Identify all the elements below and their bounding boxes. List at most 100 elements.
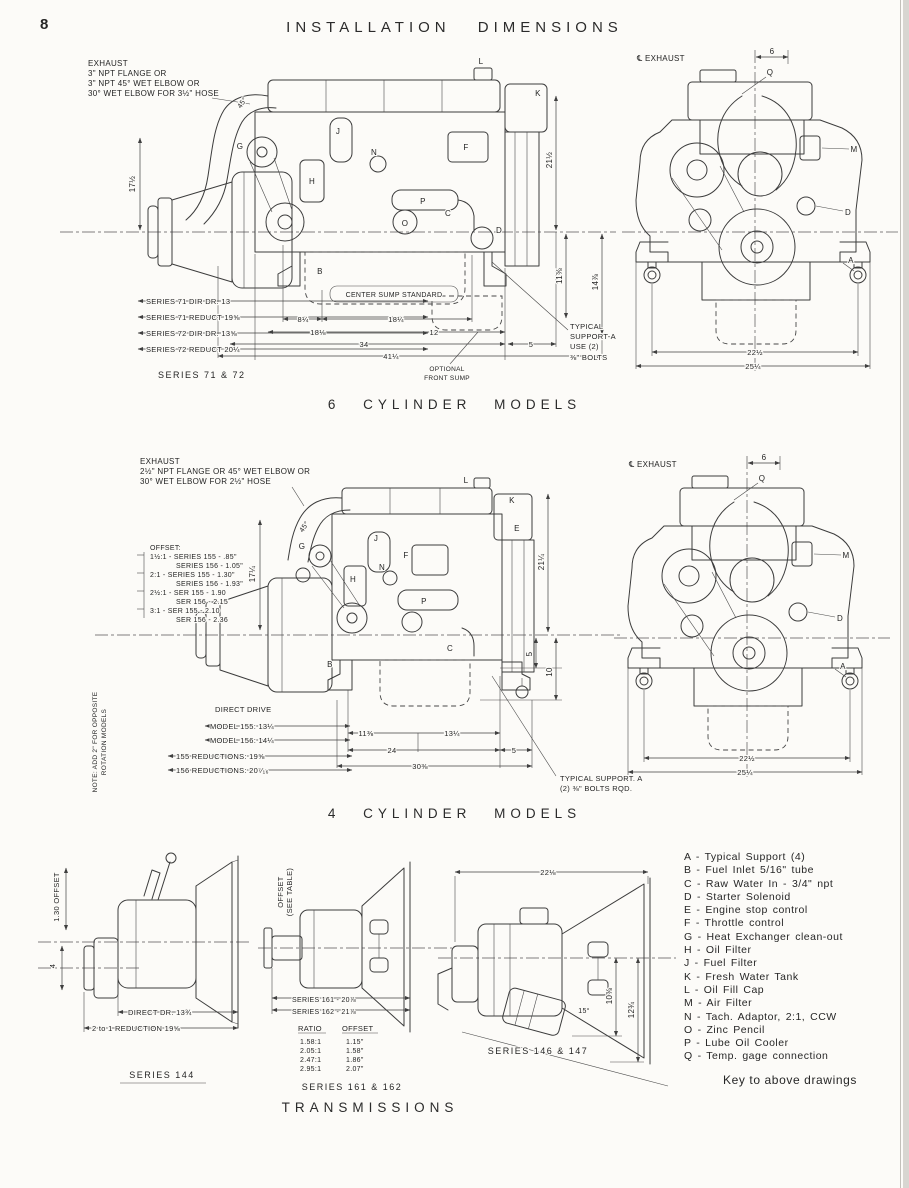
four-cylinder-side-view: EXHAUST 2½" NPT FLANGE OR 45° WET ELBOW …: [91, 456, 643, 794]
key-item: F - Throttle control: [684, 917, 785, 930]
dim-label: 8¼: [297, 315, 308, 324]
series-label: SERIES 146 & 147: [488, 1046, 589, 1056]
callout-letter: Q: [767, 68, 774, 77]
dim-label: 21½: [545, 152, 554, 168]
dim-label: 17¼: [248, 566, 257, 582]
callout-letter: N: [379, 563, 385, 572]
dim-label: 12¾: [627, 1002, 636, 1018]
drive-row: 156 REDUCTIONS: 20⁷⁄₁₆: [176, 766, 269, 775]
transmission-series-144: 1.30 OFFSET 4 DIRECT DR. 13¾ 2 to 1 REDU…: [38, 852, 252, 1084]
ratio-table-header: RATIO: [298, 1024, 322, 1033]
dim-label: 14⅞: [591, 274, 600, 290]
key-item: B - Fuel Inlet 5/16" tube: [684, 864, 814, 877]
support-note-line: ⅜" BOLTS: [570, 353, 607, 362]
key-caption: Key to above drawings: [722, 1072, 857, 1087]
dim-label: 21¼: [537, 554, 546, 570]
dim-label: 30⅜: [412, 762, 428, 771]
offset-cell: 1.58": [346, 1048, 364, 1055]
support-note-line: TYPICAL SUPPORT. A: [560, 774, 643, 783]
offset-table-row: SER 156 - 2.15: [176, 599, 228, 606]
ratio-cell: 1.58:1: [300, 1039, 321, 1046]
key-item: Q - Temp. gage connection: [684, 1050, 829, 1063]
callout-letter: L: [479, 57, 484, 66]
transmission-series-146-147: 22⅛ 10⅜ 12¾ 15° SERIES 146 & 147: [437, 867, 676, 1087]
callout-letter: O: [402, 219, 409, 228]
exhaust-note-line: 30° WET ELBOW FOR 2½" HOSE: [140, 477, 271, 486]
dim-label: 12: [430, 328, 439, 337]
offset-table-row: 2:1 - SERIES 155 - 1.30": [150, 572, 235, 579]
support-note-line: (2) ⅜" BOLTS RQD.: [560, 784, 632, 793]
series-row: SERIES 72 REDUCT 20¼: [146, 345, 240, 354]
exhaust-note-line: 3" NPT 45° WET ELBOW OR: [88, 79, 200, 88]
callout-letter: B: [317, 267, 323, 276]
transmission-series-161-162: OFFSET (SEE TABLE) SERIES 161 - 20⅞ SERI…: [258, 861, 452, 1093]
series-row: SERIES 71 DIR DR. 13: [146, 297, 230, 306]
exhaust-note-line: 30° WET ELBOW FOR 3½" HOSE: [88, 89, 219, 98]
six-cylinder-title: 6 CYLINDER MODELS: [327, 397, 582, 412]
offset-cell: 2.07": [346, 1066, 364, 1073]
dim-label: 18¼: [388, 315, 404, 324]
dim-label: DIRECT DR. 13¾: [128, 1008, 192, 1017]
callout-letter: J: [336, 127, 340, 136]
exhaust-note-line: 2½" NPT FLANGE OR 45° WET ELBOW OR: [140, 467, 310, 476]
callout-letter: J: [374, 534, 378, 543]
callout-letter: L: [464, 476, 469, 485]
offset-table-row: 3:1 - SER 155 - 2.10: [150, 608, 220, 615]
drive-row: DIRECT DRIVE: [215, 705, 271, 714]
key-item: G - Heat Exchanger clean-out: [684, 930, 843, 943]
key-item: K - Fresh Water Tank: [684, 970, 799, 983]
dim-label: 5: [512, 746, 516, 755]
centerline-exhaust-label: ℄ EXHAUST: [636, 54, 685, 63]
series-row: SERIES 72 DIR DR. 13⅝: [146, 329, 237, 338]
dim-label: 17½: [128, 176, 137, 192]
key-item: E - Engine stop control: [684, 904, 808, 917]
dim-label: 11⅜: [555, 268, 564, 284]
dim-label: SERIES 162 - 21⅞: [292, 1009, 356, 1016]
scan-edge-shadow: [903, 0, 909, 1188]
callout-letter: P: [420, 197, 426, 206]
callout-letter: Q: [759, 474, 766, 483]
ratio-cell: 2.05:1: [300, 1048, 321, 1055]
callout-letter: G: [299, 542, 306, 551]
key-item: O - Zinc Pencil: [684, 1023, 765, 1036]
callout-letter: C: [445, 209, 451, 218]
callout-letter: A: [840, 662, 846, 671]
center-sump-label: CENTER SUMP STANDARD: [346, 292, 443, 299]
six-cylinder-side-view: EXHAUST 3" NPT FLANGE OR 3" NPT 45° WET …: [60, 56, 617, 383]
key-item: M - Air Filter: [684, 997, 753, 1010]
series-label: SERIES 144: [129, 1070, 195, 1080]
exhaust-note-line: EXHAUST: [88, 59, 128, 68]
four-cylinder-title: 4 CYLINDER MODELS: [327, 806, 582, 821]
callout-letter: A: [848, 256, 854, 265]
six-cylinder-front-view: ℄ EXHAUST 6 Q M D A 22½ 25¼: [622, 46, 898, 372]
offset-table-header: OFFSET:: [150, 545, 181, 552]
transmissions-title: TRANSMISSIONS: [281, 1100, 459, 1115]
ratio-cell: 2.47:1: [300, 1057, 321, 1064]
drive-row: MODEL 156: 14¼: [210, 736, 274, 745]
callout-letter: B: [327, 660, 333, 669]
offset-table-row: 2½:1 - SER 155 - 1.90: [150, 589, 226, 597]
offset-label: 1.30 OFFSET: [52, 872, 61, 922]
drive-row: 155 REDUCTIONS: 19⅝: [176, 752, 265, 761]
page-title: INSTALLATION DIMENSIONS: [286, 19, 623, 36]
callout-letter: K: [509, 496, 515, 505]
dim-label: 25¼: [737, 768, 753, 777]
offset-label: OFFSET: [276, 876, 285, 908]
dim-label: 22½: [747, 348, 763, 357]
offset-table-row: SERIES 156 - 1.05": [176, 563, 243, 570]
offset-table-row: SERIES 156 - 1.93": [176, 581, 243, 588]
callout-letter: F: [463, 143, 468, 152]
callout-letter: D: [845, 208, 851, 217]
dim-label: 18⅛: [310, 328, 326, 337]
dim-label: 2 to 1 REDUCTION 19⅝: [92, 1024, 181, 1033]
key-item: A - Typical Support (4): [684, 851, 806, 863]
callout-letter: D: [496, 226, 502, 235]
callout-letter: H: [309, 177, 315, 186]
dim-label: 4: [48, 964, 57, 968]
callout-letter: M: [851, 145, 858, 154]
key-item: N - Tach. Adaptor, 2:1, CCW: [684, 1010, 837, 1023]
offset-cell: 1.86": [346, 1057, 364, 1064]
scan-edge-line: [900, 0, 901, 1188]
rotation-note: ROTATION MODELS: [101, 708, 108, 775]
